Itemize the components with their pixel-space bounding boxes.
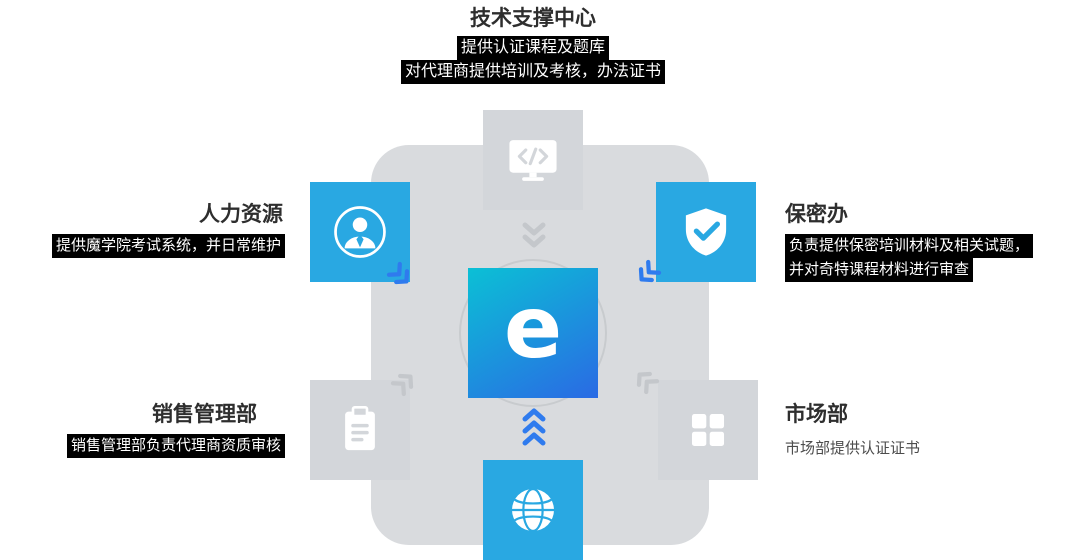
security-desc-line2: 并对奇特课程材料进行审查 xyxy=(785,258,974,282)
market-desc: 市场部提供认证证书 xyxy=(785,440,921,457)
chevrons-topleft-icon xyxy=(384,259,419,294)
sales-desc-row: 销售管理部负责代理商资质审核 xyxy=(66,434,285,458)
sales-desc: 销售管理部负责代理商资质审核 xyxy=(66,434,285,458)
top-desc-line2: 对代理商提供培训及考核，办法证书 xyxy=(400,60,665,84)
chevrons-bottom-up-icon xyxy=(521,404,547,448)
tile-globe xyxy=(483,460,583,560)
shield-check-icon xyxy=(685,208,727,256)
security-desc-line1: 负责提供保密培训材料及相关试题， xyxy=(785,234,1034,258)
chevrons-topright-icon xyxy=(630,257,665,292)
top-desc-line2-row: 对代理商提供培训及考核，办法证书 xyxy=(288,60,778,84)
tile-tech-support xyxy=(483,110,583,210)
tile-marketing xyxy=(658,380,758,480)
diagram-title: 技术支撑中心 xyxy=(470,7,596,30)
tile-sales-management xyxy=(310,380,410,480)
chevrons-bottomright-icon xyxy=(628,363,663,398)
globe-icon xyxy=(512,487,554,533)
tile-hr xyxy=(310,182,410,282)
hr-desc-row: 提供魔学院考试系统，并日常维护 xyxy=(51,234,285,258)
chevrons-bottomleft-icon xyxy=(388,365,423,400)
top-desc-line1-row: 提供认证课程及题库 xyxy=(288,36,778,60)
grid-icon xyxy=(691,413,725,447)
chevrons-top-down-icon xyxy=(521,220,547,252)
hr-title: 人力资源 xyxy=(199,203,283,226)
brand-logo: e xyxy=(503,278,563,378)
security-desc-line2-row: 并对奇特课程材料进行审查 xyxy=(785,258,974,282)
security-title: 保密办 xyxy=(785,203,848,226)
tile-security-office xyxy=(656,182,756,282)
monitor-code-icon xyxy=(509,140,557,181)
center-logo-tile: e xyxy=(468,268,598,398)
top-desc-line1: 提供认证课程及题库 xyxy=(456,36,609,60)
center-ring xyxy=(459,259,607,407)
clipboard-icon xyxy=(345,405,375,451)
market-title: 市场部 xyxy=(785,403,848,426)
hr-desc: 提供魔学院考试系统，并日常维护 xyxy=(51,234,285,258)
security-desc-line1-row: 负责提供保密培训材料及相关试题， xyxy=(785,234,1034,258)
sales-title: 销售管理部 xyxy=(152,403,257,426)
person-icon xyxy=(334,206,386,258)
